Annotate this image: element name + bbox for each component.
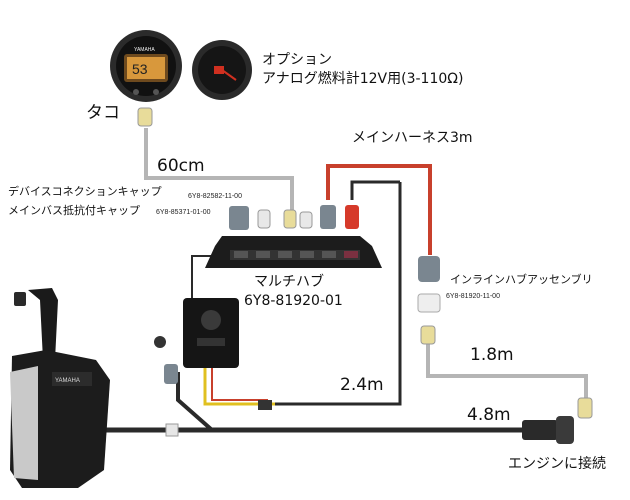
lever-cable: [176, 372, 214, 432]
lever-brand: YAMAHA: [55, 378, 80, 384]
length-60cm-label: 60cm: [157, 156, 205, 176]
inline-hub-part-label: 6Y8-81920-11-00: [446, 293, 500, 300]
meter-brand: YAMAHA: [134, 47, 155, 53]
inline-hub-assembly: [417, 293, 441, 313]
part-number-82582: 6Y8-82582-11-00: [188, 193, 242, 200]
cable-1-8m-end: [577, 397, 593, 419]
device-cap-label: デバイスコネクションキャップ: [8, 185, 162, 198]
main-harness-label: メインハーネス3m: [352, 130, 473, 146]
length-4-8m-label: 4.8m: [467, 405, 511, 425]
inline-hub-connector: [418, 256, 440, 282]
option-label-line2: アナログ燃料計12V用(3-110Ω): [262, 71, 464, 87]
multi-hub: [205, 236, 382, 268]
wire-bundle: [203, 364, 275, 406]
fuse-holder: [258, 400, 272, 410]
harness-connector: [345, 205, 359, 229]
cable-1-8m: [426, 340, 588, 398]
multi-hub-label: マルチハブ: [254, 274, 324, 290]
engine-label: エンジンに接続: [508, 456, 606, 472]
length-2-4m-label: 2.4m: [340, 375, 384, 395]
engine-connector: [522, 416, 574, 444]
multi-hub-part-label: 6Y8-81920-01: [244, 293, 343, 309]
main-harness-cable: [326, 164, 432, 255]
part-number-85371: 6Y8-85371-01-00: [156, 209, 211, 216]
switch-panel: [154, 298, 239, 384]
hub-connector-3: [320, 205, 336, 229]
tacho-connector: [137, 107, 153, 127]
hub-connector-1: [283, 209, 297, 229]
cable-60cm: [144, 128, 294, 210]
harness-branch: [350, 180, 400, 200]
tacho-label: タコ: [86, 103, 120, 123]
main-bus-cap-label: メインバス抵抗付キャップ: [8, 204, 140, 217]
device-connection-cap: [229, 206, 249, 230]
length-1-8m-label: 1.8m: [470, 345, 514, 365]
wire-red: [211, 364, 268, 401]
lever-cable-coupler: [165, 423, 179, 437]
fuel-gauge: [192, 40, 252, 100]
cable-2-4m: [275, 182, 402, 406]
tacho-meter: 53 YAMAHA: [110, 30, 182, 102]
inline-hub-label: インラインハブアッセンブリ: [450, 273, 593, 286]
hub-connector-2: [299, 211, 313, 229]
main-bus-cap: [257, 209, 271, 229]
option-label-line1: オプション: [262, 52, 332, 68]
remote-control-lever: YAMAHA: [10, 288, 110, 488]
inline-hub-lower-connector: [420, 325, 436, 345]
meter-reading: 53: [132, 61, 148, 77]
